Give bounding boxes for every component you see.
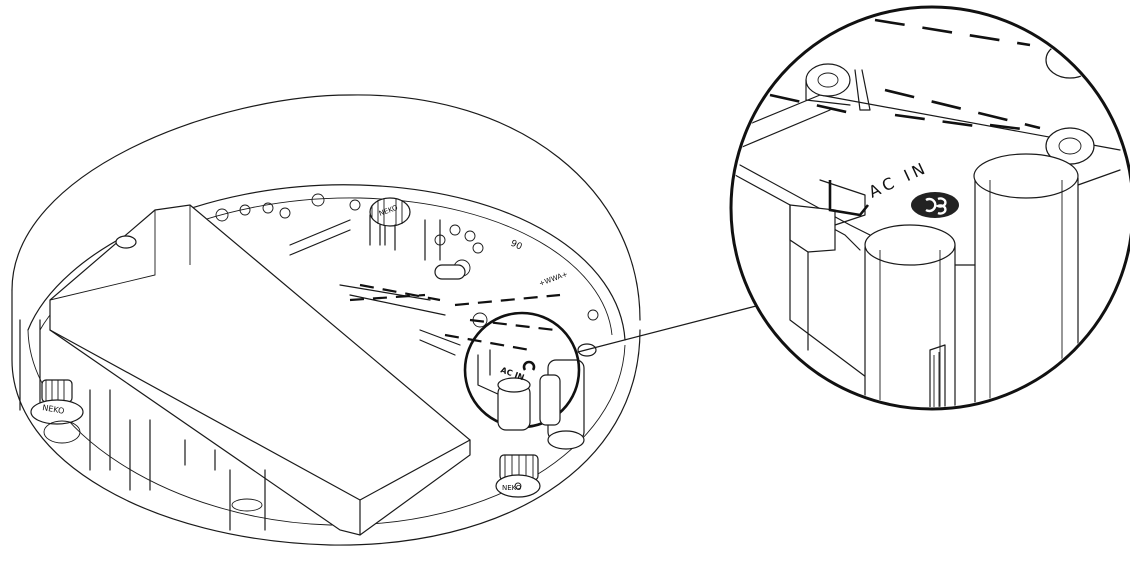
knob-left xyxy=(30,379,84,444)
knob-front xyxy=(495,454,541,498)
detail-number-text: 90 xyxy=(509,239,524,253)
dashed-guide-lines-main xyxy=(349,283,561,352)
knob-rear xyxy=(369,197,411,251)
detail-magnified-view xyxy=(729,5,1130,411)
detail-side-text: +WWA+ xyxy=(538,270,569,288)
callout-circle-small xyxy=(463,311,581,431)
callout-leader-line xyxy=(577,304,761,353)
knob-left-brand-text: NEKO xyxy=(42,403,65,416)
knob-front-brand-text: NEKO xyxy=(502,484,522,492)
